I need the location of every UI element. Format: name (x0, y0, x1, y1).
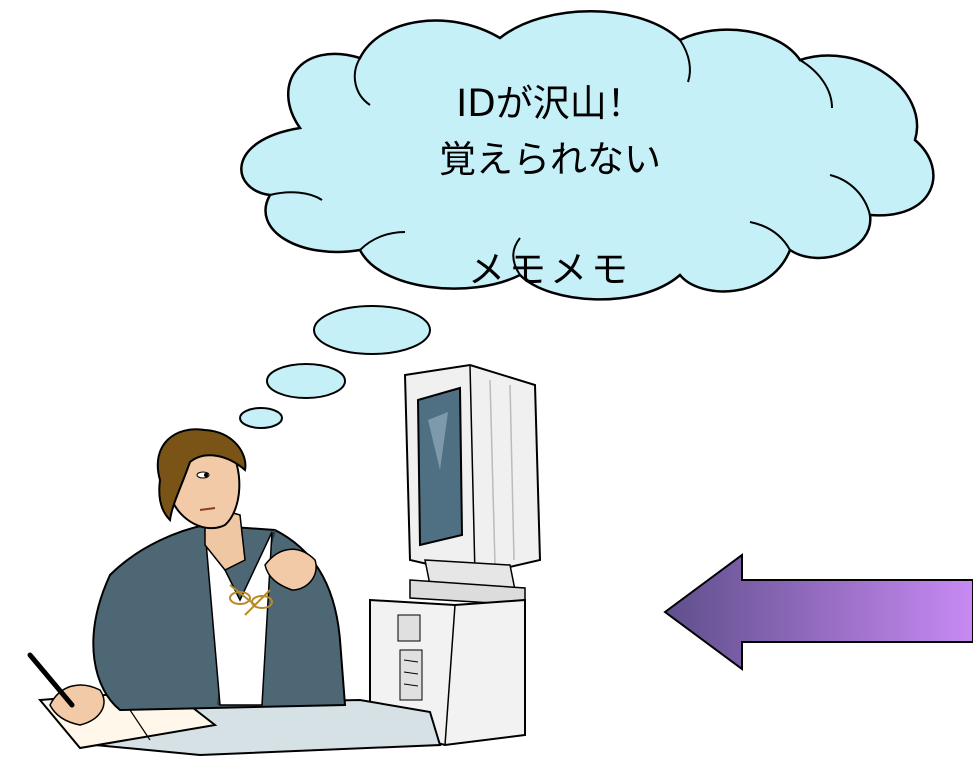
thought-line-ids: IDが沢山！ (456, 82, 644, 125)
thought-bubble-small (239, 407, 283, 429)
thought-bubble-medium (266, 363, 346, 399)
computer-illustration (369, 363, 542, 747)
woman-illustration (27, 428, 347, 726)
thought-cloud (240, 10, 935, 301)
thought-bubble-large (313, 305, 431, 355)
thought-line-memo: メモメモ (468, 248, 632, 291)
thought-cloud-shape (240, 10, 935, 301)
left-arrow-icon (663, 553, 973, 671)
thought-line-cannot-remember: 覚えられない (439, 138, 661, 181)
